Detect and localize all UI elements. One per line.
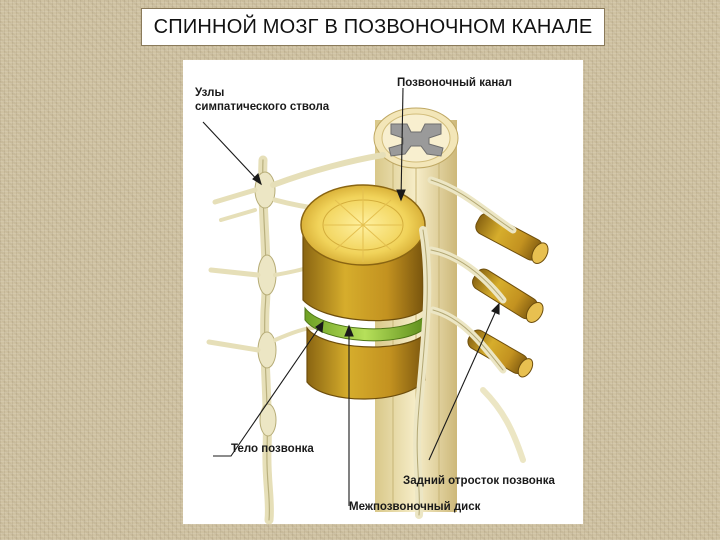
label-spinal-canal: Позвоночный канал [397, 77, 512, 89]
label-vertebral-body: Тело позвонка [231, 443, 314, 455]
diagram-panel: Узлы симпатического ствола Позвоночный к… [183, 60, 583, 524]
nerve-roots [413, 176, 526, 519]
spine-illustration [202, 87, 549, 524]
label-spinous-process: Задний отросток позвонка [403, 475, 555, 487]
label-sympathetic-ganglia-line2: симпатического ствола [195, 101, 330, 113]
label-sympathetic-ganglia-line1: Узлы [195, 87, 225, 99]
label-sympathetic-ganglia: Узлы симпатического ствола [195, 86, 329, 114]
vertebral-body-upper [300, 184, 426, 322]
label-pointers [202, 87, 500, 506]
slide-title-box: СПИННОЙ МОЗГ В ПОЗВОНОЧНОМ КАНАЛЕ [141, 8, 605, 46]
label-intervertebral-disc: Межпозвоночный диск [349, 501, 481, 513]
sympathetic-trunk [206, 152, 386, 524]
slide-title: СПИННОЙ МОЗГ В ПОЗВОНОЧНОМ КАНАЛЕ [153, 15, 593, 38]
spinous-processes [467, 212, 549, 378]
